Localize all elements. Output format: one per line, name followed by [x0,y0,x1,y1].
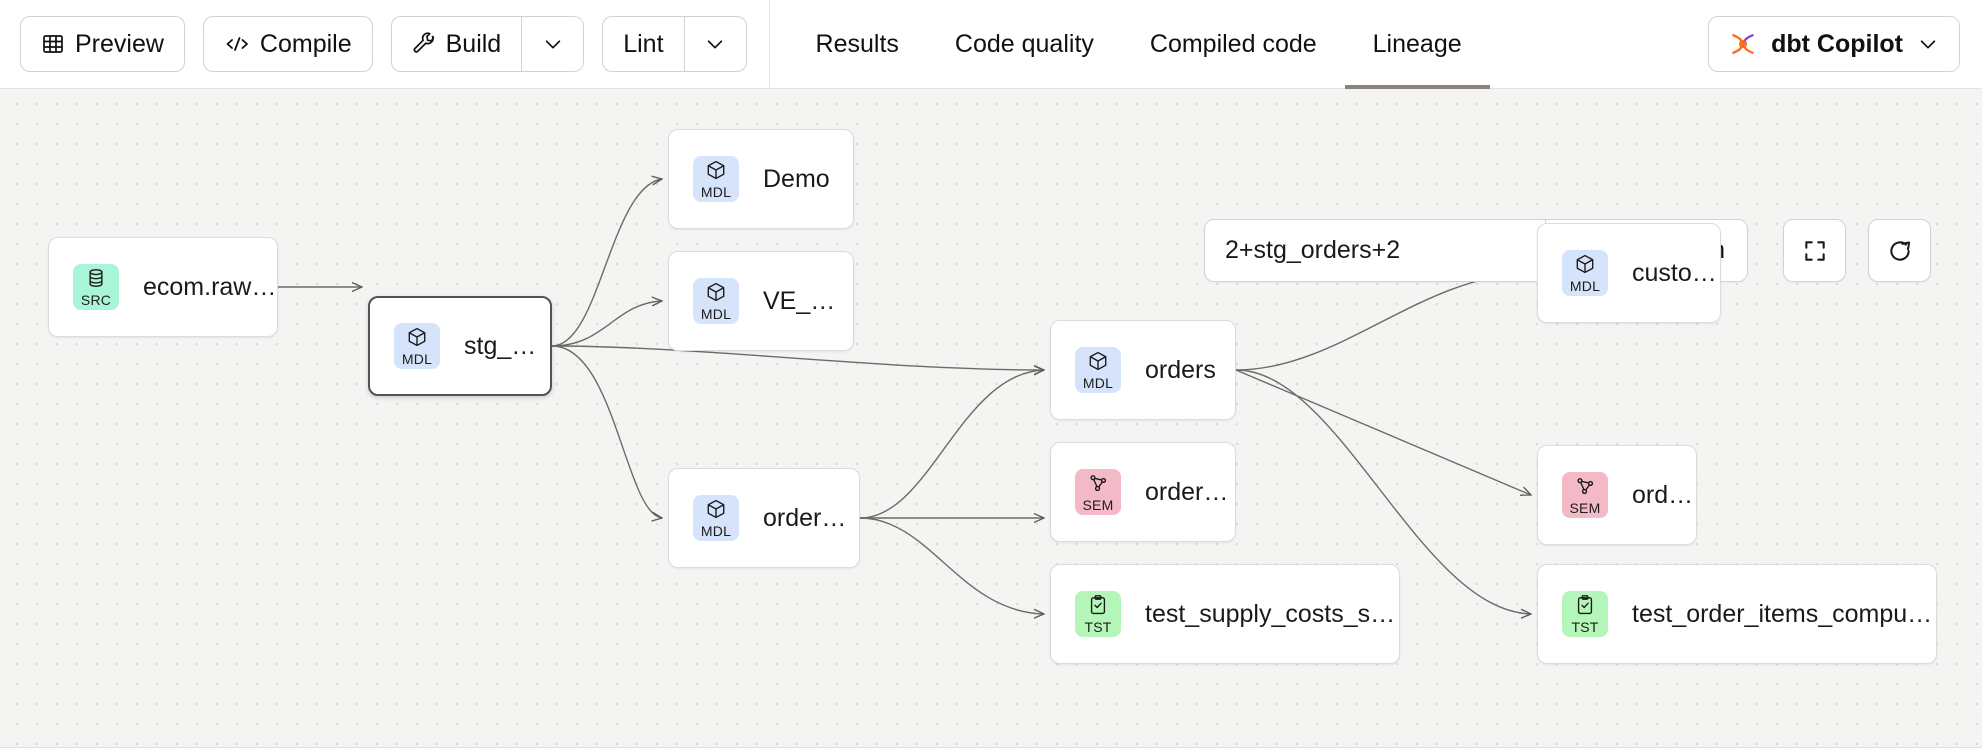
lineage-node-label: test_supply_costs_sum_correctly [1145,599,1399,628]
node-type-badge-label: TST [1084,619,1112,635]
refresh-icon [1887,238,1913,264]
node-type-badge-label: SRC [80,292,112,308]
lineage-node-label: order_item [1145,477,1235,506]
lineage-node-demo[interactable]: MDL Demo [668,129,854,229]
node-type-badge-sem: SEM [1075,469,1121,515]
cube-icon [705,281,727,307]
lineage-node-test_order_items[interactable]: TST test_order_items_compute_to_bools_c… [1537,564,1937,664]
lineage-node-customers[interactable]: MDL customers [1537,223,1721,323]
cube-icon [406,326,428,352]
node-type-badge-src: SRC [73,264,119,310]
node-type-badge-mdl: MDL [693,278,739,324]
clipboard-check-icon [1087,594,1109,620]
lint-split-button: Lint [602,16,747,72]
dbt-copilot-label: dbt Copilot [1771,29,1903,58]
lineage-node-ve_demo[interactable]: MDL VE_Demo [668,251,854,351]
cube-icon [1087,350,1109,376]
tab-code-quality-label: Code quality [954,29,1094,58]
compile-button[interactable]: Compile [202,16,373,72]
node-type-badge-tst: TST [1562,591,1608,637]
lineage-node-label: ecom.raw_orders [143,272,277,301]
node-type-badge-label: SEM [1082,497,1114,513]
compile-button-label: Compile [259,29,352,58]
header-divider [768,0,770,89]
panel-tabs: Results Code quality Compiled code Linea… [788,0,1490,89]
wrench-icon [412,32,436,56]
node-type-badge-sem: SEM [1562,472,1608,518]
lineage-node-label: order_items [763,503,859,532]
lineage-edges [278,89,1982,748]
database-icon [85,267,107,293]
refresh-graph-button[interactable] [1868,219,1931,282]
node-type-badge-mdl: MDL [1562,250,1608,296]
tab-lineage[interactable]: Lineage [1344,0,1490,89]
graph-node-icon [1087,472,1109,498]
node-type-badge-label: MDL [1082,375,1114,391]
node-type-badge-mdl: MDL [394,323,440,369]
build-split-button: Build [390,16,585,72]
chevron-down-icon [542,33,564,55]
lint-button-label: Lint [623,29,664,58]
node-type-badge-label: SEM [1569,500,1601,516]
build-button-label: Build [445,29,502,58]
node-type-badge-label: MDL [700,306,732,322]
lineage-node-label: Demo [763,164,830,193]
lineage-node-label: VE_Demo [763,286,853,315]
graph-selector-input[interactable] [1205,220,1545,281]
tab-code-quality[interactable]: Code quality [927,0,1122,89]
lineage-node-orders_mdl[interactable]: MDL orders [1050,320,1236,420]
tab-results[interactable]: Results [788,0,927,89]
lineage-node-ecom_raw_orders[interactable]: SRC ecom.raw_orders [48,237,278,337]
node-type-badge-label: MDL [700,184,732,200]
build-button[interactable]: Build [390,16,523,72]
lineage-node-order_items[interactable]: MDL order_items [668,468,860,568]
preview-button[interactable]: Preview [20,16,185,72]
node-type-badge-label: MDL [700,523,732,539]
lineage-node-test_supply[interactable]: TST test_supply_costs_sum_correctly [1050,564,1400,664]
lint-dropdown-toggle[interactable] [684,16,747,72]
cube-icon [705,159,727,185]
node-type-badge-tst: TST [1075,591,1121,637]
lineage-node-label: orders [1632,480,1696,509]
lineage-node-label: test_order_items_compute_to_bools_c… [1632,599,1936,628]
app-header: Preview Compile [0,0,1982,89]
chevron-down-icon [1917,33,1939,55]
fullscreen-icon [1802,238,1828,264]
dbt-copilot-button[interactable]: dbt Copilot [1708,16,1960,72]
lineage-node-order_item_sem[interactable]: SEM order_item [1050,442,1236,542]
lint-button[interactable]: Lint [602,16,685,72]
lineage-node-label: orders [1145,355,1216,384]
table-icon [41,32,65,56]
dbt-logo-icon [1729,30,1757,58]
node-type-badge-mdl: MDL [693,495,739,541]
preview-button-label: Preview [75,29,164,58]
graph-node-icon [1574,475,1596,501]
tab-results-label: Results [815,29,899,58]
tab-lineage-label: Lineage [1372,29,1462,58]
cube-icon [705,498,727,524]
node-type-badge-label: MDL [401,351,433,367]
lineage-node-label: stg_orders [464,331,550,360]
tab-compiled-code[interactable]: Compiled code [1122,0,1345,89]
node-type-badge-label: TST [1571,619,1599,635]
cube-icon [1574,253,1596,279]
code-icon [224,32,250,56]
node-type-badge-label: MDL [1569,278,1601,294]
node-type-badge-mdl: MDL [1075,347,1121,393]
node-type-badge-mdl: MDL [693,156,739,202]
lineage-node-label: customers [1632,258,1720,287]
editor-toolbar: Preview Compile [0,0,747,88]
clipboard-check-icon [1574,594,1596,620]
chevron-down-icon [704,33,726,55]
lineage-node-orders_sem[interactable]: SEM orders [1537,445,1697,545]
lineage-node-stg_orders[interactable]: MDL stg_orders [368,296,552,396]
build-dropdown-toggle[interactable] [522,16,585,72]
tab-compiled-code-label: Compiled code [1149,29,1317,58]
fit-view-button[interactable] [1783,219,1846,282]
